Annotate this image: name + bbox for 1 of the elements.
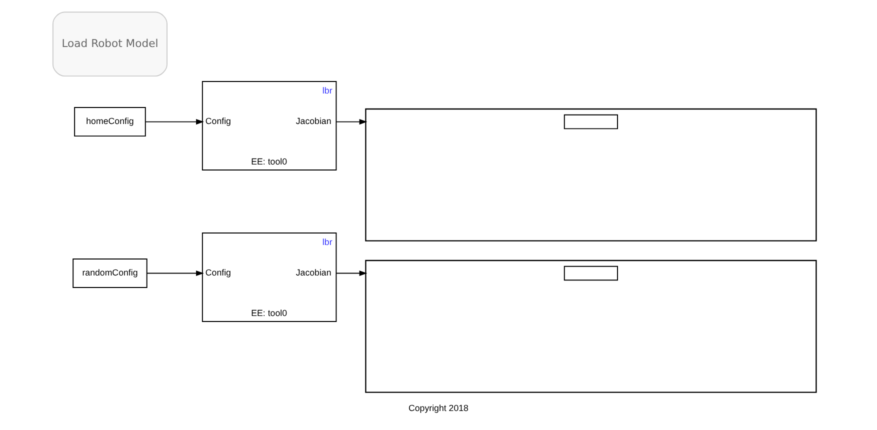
caption: Copyright 2018 (408, 403, 468, 414)
